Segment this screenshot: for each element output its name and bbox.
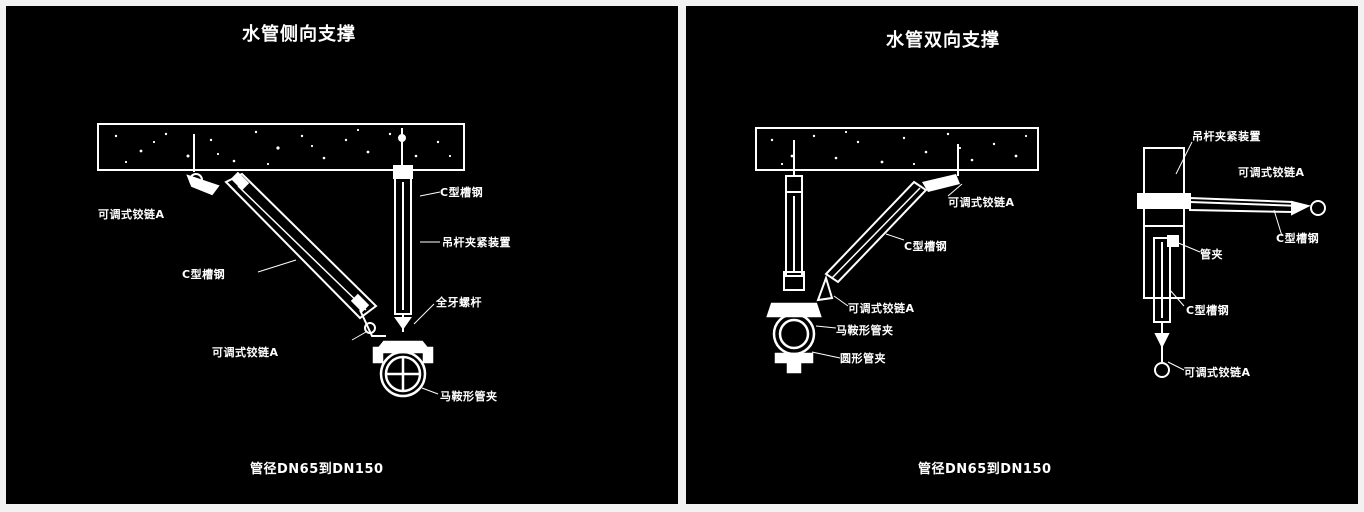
pipe-clamps (766, 302, 822, 374)
label-clamp: 马鞍形管夹 (440, 390, 498, 403)
label-threaded-rod: 全牙螺杆 (436, 296, 482, 309)
label-hinge-bottom: 可调式铰链A (848, 302, 915, 315)
right-diagram-panel: 水管双向支撑 可调式铰链A C型槽钢 可调式铰链A 马鞍形管夹 圆形管夹 吊杆夹… (686, 6, 1358, 504)
side-label-hinge-right: 可调式铰链A (1238, 166, 1305, 179)
diagonal-c-channel (816, 144, 960, 302)
side-label-hinge-bottom: 可调式铰链A (1184, 366, 1251, 379)
vertical-rod (393, 128, 413, 332)
diagonal-c-channel (224, 171, 378, 320)
label-saddle-clamp: 马鞍形管夹 (836, 324, 894, 337)
label-c-channel: C型槽钢 (904, 240, 948, 253)
leader-lines (257, 191, 441, 395)
side-view (1137, 147, 1326, 378)
bottom-hinge (359, 309, 386, 337)
label-rod-bracing: 吊杆夹紧装置 (442, 236, 511, 249)
left-title: 水管侧向支撑 (242, 24, 356, 45)
right-title: 水管双向支撑 (886, 30, 1000, 51)
label-hinge-top: 可调式铰链A (98, 208, 165, 221)
label-hinge-bottom: 可调式铰链A (212, 346, 279, 359)
leader-lines (811, 141, 1283, 371)
concrete-slab (97, 123, 465, 171)
left-diagram-panel: 水管侧向支撑 可调式铰链A C型槽钢 吊杆夹紧装置 C型槽钢 全牙螺杆 可调式铰… (6, 6, 678, 504)
concrete-slab (755, 127, 1039, 171)
left-caption: 管径DN65到DN150 (250, 462, 384, 477)
lateral-brace-drawing (97, 123, 465, 398)
saddle-clamp (372, 340, 434, 398)
bidirectional-brace-drawing (755, 127, 1326, 378)
vertical-c-channel (783, 140, 805, 291)
label-c-channel-vertical: C型槽钢 (440, 186, 484, 199)
label-hinge-top: 可调式铰链A (948, 196, 1015, 209)
label-c-channel-diagonal: C型槽钢 (182, 268, 226, 281)
side-label-c-channel-vertical: C型槽钢 (1186, 304, 1230, 317)
side-label-rod-bracing: 吊杆夹紧装置 (1192, 130, 1261, 143)
side-label-pipe-clamp: 管夹 (1200, 248, 1223, 261)
side-label-c-channel-horizontal: C型槽钢 (1276, 232, 1320, 245)
top-hinge (186, 134, 220, 196)
right-caption: 管径DN65到DN150 (918, 462, 1052, 477)
label-round-clamp: 圆形管夹 (840, 352, 886, 365)
